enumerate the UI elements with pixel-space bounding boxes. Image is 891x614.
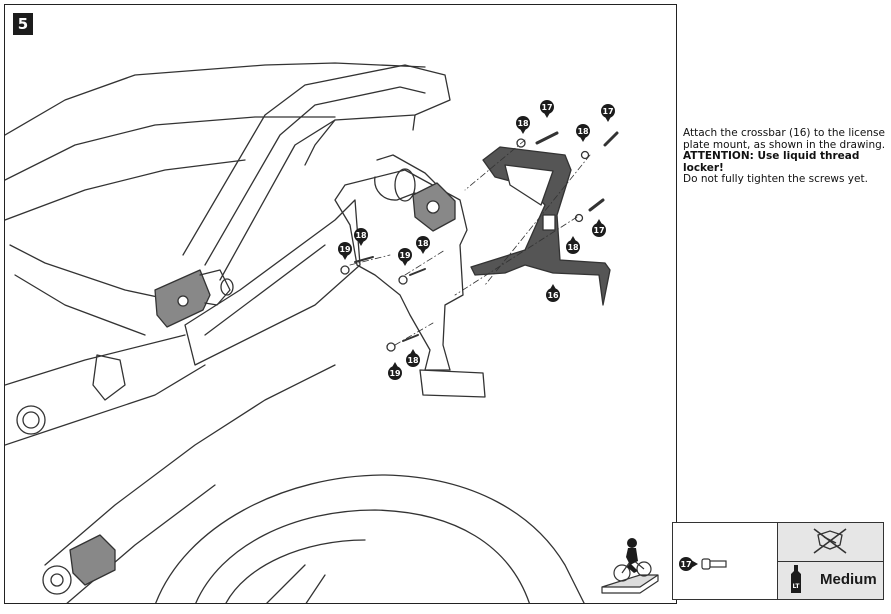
threadlocker-bottle-icon: LT	[791, 565, 801, 593]
threadlocker-cell: LT Medium	[778, 523, 883, 599]
no-grease-icon	[813, 528, 847, 554]
part-marker-18: 18	[517, 119, 529, 128]
instruction-line: Attach the crossbar (16) to the license …	[683, 127, 886, 151]
threadlocker-strength-label: Medium	[820, 571, 877, 588]
part-marker-18: 18	[567, 243, 579, 252]
screw-head-icon	[701, 558, 711, 570]
part-marker-19: 19	[339, 245, 351, 254]
part-marker-19: 19	[389, 369, 401, 378]
part-marker-16: 16	[547, 291, 559, 300]
svg-text:LT: LT	[793, 583, 801, 590]
part-marker-17: 17	[541, 103, 552, 112]
illustration-frame: 17 17 18 18 17 18	[4, 4, 677, 604]
screw-shaft-icon	[709, 560, 727, 568]
part-marker-18: 18	[417, 239, 429, 248]
specification-table: 17 LT Medium	[672, 522, 884, 600]
assembly-drawing: 17 17 18 18 17 18	[5, 62, 619, 603]
cell-divider	[778, 561, 883, 562]
attention-warning: ATTENTION: Use liquid thread locker!	[683, 150, 860, 174]
part-marker-18: 18	[407, 356, 419, 365]
part-marker-18: 18	[577, 127, 589, 136]
screw-part-figure: 17	[679, 557, 727, 571]
fastener-cell: 17	[673, 523, 778, 599]
part-marker-19: 19	[399, 251, 411, 260]
step-number-badge: 5	[13, 13, 33, 35]
part-marker-18: 18	[355, 231, 367, 240]
motorcycle-rider-icon	[601, 538, 659, 594]
instruction-text: Attach the crossbar (16) to the license …	[683, 127, 888, 186]
part-marker-17: 17	[593, 226, 604, 235]
instruction-line: Do not fully tighten the screws yet.	[683, 173, 868, 185]
part-marker-17: 17	[680, 560, 691, 569]
part-marker-17: 17	[602, 107, 613, 116]
